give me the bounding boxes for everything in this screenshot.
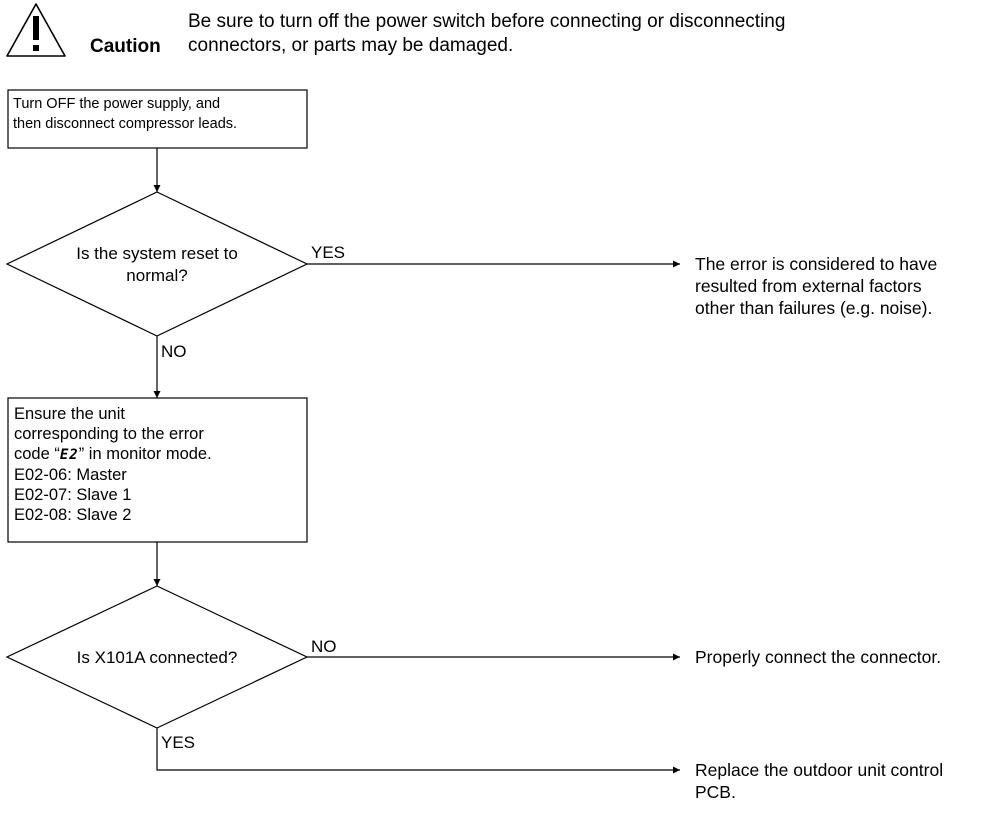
connector-decision2-yes bbox=[156, 728, 680, 774]
step1-line: then disconnect compressor leads. bbox=[13, 116, 238, 132]
step1-text: Turn OFF the power supply, and then disc… bbox=[13, 94, 237, 134]
decision1-line: normal? bbox=[126, 266, 188, 285]
step2-line: Ensure the unit bbox=[14, 405, 125, 423]
result1-line: The error is considered to have bbox=[695, 254, 938, 274]
result1-line: other than failures (e.g. noise). bbox=[695, 298, 933, 318]
step2-line: E02-06: Master bbox=[14, 466, 127, 484]
decision2-line: Is X101A connected? bbox=[76, 648, 238, 667]
decision1-text: Is the system reset to normal? bbox=[37, 243, 277, 287]
result1-text: The error is considered to have resulted… bbox=[695, 253, 937, 319]
result1-line: resulted from external factors bbox=[695, 276, 922, 296]
code-line-prefix: code “ bbox=[14, 445, 60, 463]
step2-line: E02-08: Slave 2 bbox=[14, 506, 132, 524]
warning-triangle-icon bbox=[6, 3, 66, 57]
decision1-line: Is the system reset to bbox=[76, 244, 238, 263]
step1-line: Turn OFF the power supply, and bbox=[13, 96, 221, 112]
step2-line: E02-07: Slave 1 bbox=[14, 486, 132, 504]
decision2-text: Is X101A connected? bbox=[37, 647, 277, 669]
step2-line: corresponding to the error bbox=[14, 425, 204, 443]
caution-label: Caution bbox=[90, 36, 161, 57]
decision2-yes-label: YES bbox=[161, 733, 196, 752]
result3-text: Replace the outdoor unit control PCB. bbox=[695, 759, 943, 803]
result2-text: Properly connect the connector. bbox=[695, 646, 941, 668]
result2-line: Properly connect the connector. bbox=[695, 647, 942, 667]
error-code-display: E2 bbox=[59, 447, 79, 463]
decision2-no-label: NO bbox=[311, 637, 337, 656]
result3-line: PCB. bbox=[695, 782, 736, 802]
result3-line: Replace the outdoor unit control bbox=[695, 760, 944, 780]
caution-message: Be sure to turn off the power switch bef… bbox=[188, 10, 988, 58]
step2-code-line: code “E2” in monitor mode. bbox=[14, 444, 212, 465]
decision1-yes-label: YES bbox=[311, 243, 346, 262]
decision1-no-label: NO bbox=[161, 342, 187, 361]
code-line-suffix: ” in monitor mode. bbox=[78, 445, 212, 463]
step2-text: Ensure the unit corresponding to the err… bbox=[14, 404, 212, 525]
caution-line: connectors, or parts may be damaged. bbox=[188, 35, 514, 56]
caution-line: Be sure to turn off the power switch bef… bbox=[188, 11, 786, 32]
